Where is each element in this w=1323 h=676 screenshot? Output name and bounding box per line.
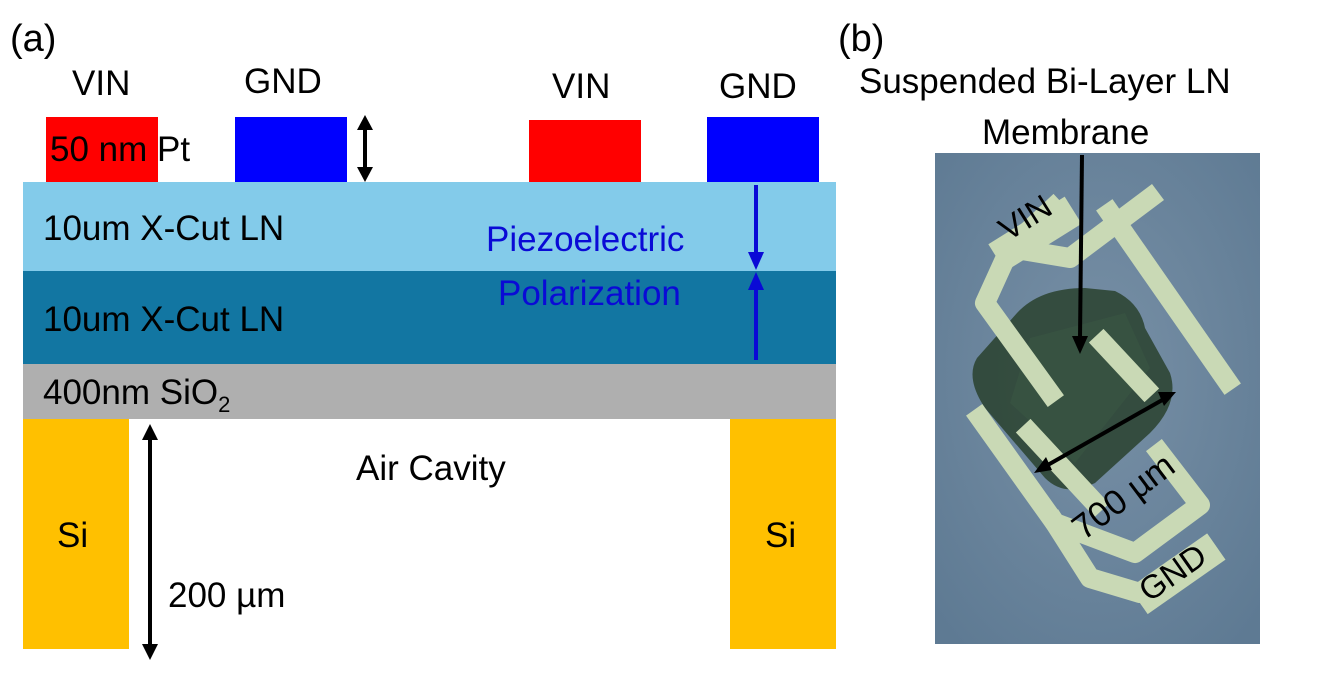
polarization-down-arrow xyxy=(748,185,764,270)
bottom-ln-label: 10um X-Cut LN xyxy=(43,300,285,339)
thickness-double-arrow xyxy=(357,115,373,182)
vin-right-label: VIN xyxy=(552,67,611,106)
top-ln-layer xyxy=(23,182,836,271)
polarization-label-line1: Piezoelectric xyxy=(486,220,685,259)
device-drawing xyxy=(935,153,1260,644)
air-cavity-label: Air Cavity xyxy=(356,449,506,488)
vin-left-electrode xyxy=(46,117,158,182)
vin-left-label: VIN xyxy=(72,64,131,103)
oxide-label-subscript: 2 xyxy=(218,392,231,417)
oxide-label: 400nm SiO2 xyxy=(43,375,230,416)
panel-a-label: (a) xyxy=(10,18,57,60)
electrode-thickness-label: 50 nm Pt xyxy=(50,130,191,169)
bottom-ln-layer xyxy=(23,271,836,364)
gnd-left-label: GND xyxy=(244,62,322,101)
gnd-left-electrode xyxy=(235,117,347,182)
gnd-right-electrode xyxy=(707,117,819,182)
si-left-label: Si xyxy=(57,516,89,555)
polarization-label-line2: Polarization xyxy=(498,274,681,313)
polarization-up-arrow xyxy=(748,272,764,360)
gnd-right-label: GND xyxy=(719,67,797,106)
oxide-label-main: 400nm SiO xyxy=(43,373,219,412)
device-micrograph xyxy=(935,153,1260,644)
si-left-block xyxy=(23,419,129,649)
si-right-block xyxy=(730,419,836,649)
cavity-depth-double-arrow xyxy=(142,424,158,660)
panel-b-title-line2: Membrane xyxy=(982,113,1150,152)
oxide-layer xyxy=(23,364,836,419)
vin-pad xyxy=(988,196,1082,272)
gnd-pad xyxy=(1129,533,1226,615)
si-right-label: Si xyxy=(765,516,797,555)
top-ln-label: 10um X-Cut LN xyxy=(43,209,285,248)
cavity-depth-label: 200 µm xyxy=(168,576,286,615)
dimension-double-arrow xyxy=(1034,392,1176,473)
panel-b-title-line1: Suspended Bi-Layer LN xyxy=(859,62,1231,101)
vin-right-electrode xyxy=(529,120,641,182)
panel-b-label: (b) xyxy=(838,18,885,60)
membrane-pointer-arrow xyxy=(1072,154,1088,354)
